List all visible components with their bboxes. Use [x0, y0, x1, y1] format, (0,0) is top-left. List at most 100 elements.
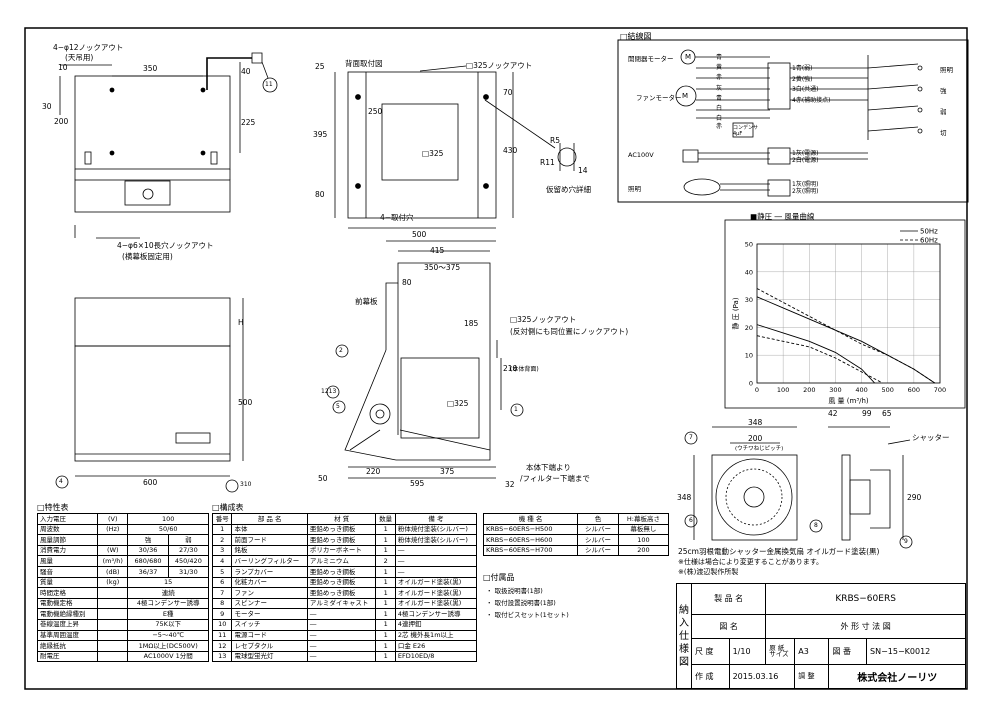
title-block-side: 納入仕様図 — [676, 583, 692, 689]
drawing-name: 外 形 寸 法 図 — [765, 613, 966, 639]
accessory-item: ・ 取扱説明書(1部) — [486, 587, 543, 595]
knockout-slot-note: (横幕板固定用) — [122, 252, 173, 261]
chart-y-tick: 10 — [745, 352, 753, 360]
parts-cell: オイルガード塗装(黒) — [394, 587, 478, 599]
title-side-char: 仕 — [679, 630, 689, 642]
spec-unit: (V) — [97, 513, 129, 525]
spec-value-2: 弱 — [167, 534, 210, 546]
adjust-label: 調 整 — [794, 663, 830, 690]
side-view — [326, 240, 524, 479]
knockout-12-note: (天吊用) — [65, 53, 94, 62]
motor2-m: M — [682, 92, 689, 100]
spec-value: 1MΩ以上(DC500V) — [127, 640, 209, 652]
spec-value: E種 — [127, 608, 209, 620]
fan-note-2: ※(株)渡辺製作所製 — [678, 568, 739, 576]
parts-cell: ― — [306, 640, 377, 652]
models-cell: KRBS−60ERS−H500 — [482, 523, 579, 536]
parts-cell: モーター — [231, 608, 308, 620]
models-cell: シルバー — [577, 544, 619, 557]
spec-unit: (kg) — [97, 576, 129, 589]
chart-y-tick: 30 — [745, 296, 753, 304]
parts-cell: 3 — [211, 544, 233, 557]
chart-x-tick: 600 — [908, 386, 920, 394]
parts-cell: 1 — [375, 597, 396, 610]
motor2-label: ファンモーター — [636, 94, 682, 102]
parts-cell: 6 — [211, 576, 233, 589]
spec-value: 強 — [127, 534, 169, 546]
title-side-char: 図 — [679, 656, 689, 668]
parts-cell: 粉体焼付塗装(シルバー) — [394, 523, 478, 536]
wire-color: 青 — [716, 54, 723, 61]
parts-cell: 2芯 機外長1m以上 — [394, 629, 478, 642]
spec-value: 50/60 — [127, 523, 209, 536]
switch-label: 照明 — [940, 66, 953, 74]
dim-500-front: 500 — [238, 398, 253, 407]
chart-series-line — [756, 324, 875, 384]
spec-value: AC1000V 1分間 — [127, 650, 209, 663]
chart-y-tick: 20 — [745, 324, 753, 332]
back-view — [334, 65, 577, 229]
parts-cell: 7 — [211, 587, 233, 599]
dim-375-side: 375 — [440, 467, 455, 476]
terminal-label: 2黄(強) — [792, 75, 813, 83]
hole-detail-label: 仮留め穴詳細 — [546, 185, 591, 194]
dim-50: 50 — [318, 474, 328, 483]
wire-color: 赤 — [716, 123, 723, 130]
parts-cell: 1 — [375, 629, 396, 642]
parts-cell: アルミニウム — [306, 555, 377, 567]
parts-cell: 口金 E26 — [394, 640, 478, 652]
parts-cell: 電球型蛍光灯 — [231, 650, 308, 663]
knockout-slot-label: 4−φ6×10長穴ノックアウト — [117, 241, 214, 250]
spec-unit — [97, 650, 129, 663]
dim-14: 14 — [578, 166, 588, 175]
terminal-label: 1青(弱) — [792, 65, 813, 72]
holes-label: 4−取付穴 — [380, 213, 414, 222]
side-knockout-note: (反対側にも同位置にノックアウト) — [510, 327, 629, 336]
terminal-label: 1灰(照明) — [792, 181, 819, 188]
chart-x-tick: 100 — [777, 386, 789, 394]
dim-395: 395 — [313, 130, 328, 139]
size-value: A3 — [794, 637, 830, 665]
dim-30: 30 — [42, 102, 52, 111]
wire-color: 青 — [716, 95, 723, 102]
title-side-char: 納 — [679, 604, 689, 616]
dim-210: 210 — [503, 364, 518, 373]
spec-row: 質量(kg)15 — [36, 576, 209, 589]
dim-600: 600 — [143, 478, 158, 487]
chart-x-tick: 300 — [829, 386, 841, 394]
parts-cell: 1 — [375, 534, 396, 546]
parts-cell: 2 — [211, 534, 233, 546]
dim-185: 185 — [464, 319, 479, 328]
terminal-label: 3白(共通) — [792, 86, 819, 93]
chart-series-line — [756, 288, 936, 384]
models-cell: KRBS−60ERS−H600 — [482, 534, 579, 546]
parts-header-cell: 番号 — [211, 513, 233, 525]
title-block: 納入仕様図 製 品 名 KRBS−60ERS 図 名 外 形 寸 法 図 尺 度… — [676, 583, 966, 690]
wire-color: 赤 — [716, 74, 723, 81]
accessories-title: □付属品 — [483, 573, 515, 582]
parts-cell: 粉体焼付塗装(シルバー) — [394, 534, 478, 546]
fan-dim-200: 200 — [748, 434, 763, 443]
parts-cell: 亜鉛めっき鋼板 — [306, 523, 377, 536]
made-date: 2015.03.16 — [728, 663, 796, 690]
fan-note-1: ※仕様は場合により変更することがあります。 — [678, 558, 824, 566]
balloon-7: 7 — [689, 434, 693, 441]
parts-cell: 5 — [211, 565, 233, 578]
fan-dim-65: 65 — [882, 409, 892, 418]
balloon-8: 8 — [814, 522, 818, 529]
dim-350: 350 — [143, 64, 158, 73]
dim-25: 25 — [315, 62, 325, 71]
chart-x-tick: 0 — [755, 386, 759, 394]
shutter-label: シャッター — [912, 433, 950, 442]
wire-color: 黄 — [716, 64, 723, 71]
